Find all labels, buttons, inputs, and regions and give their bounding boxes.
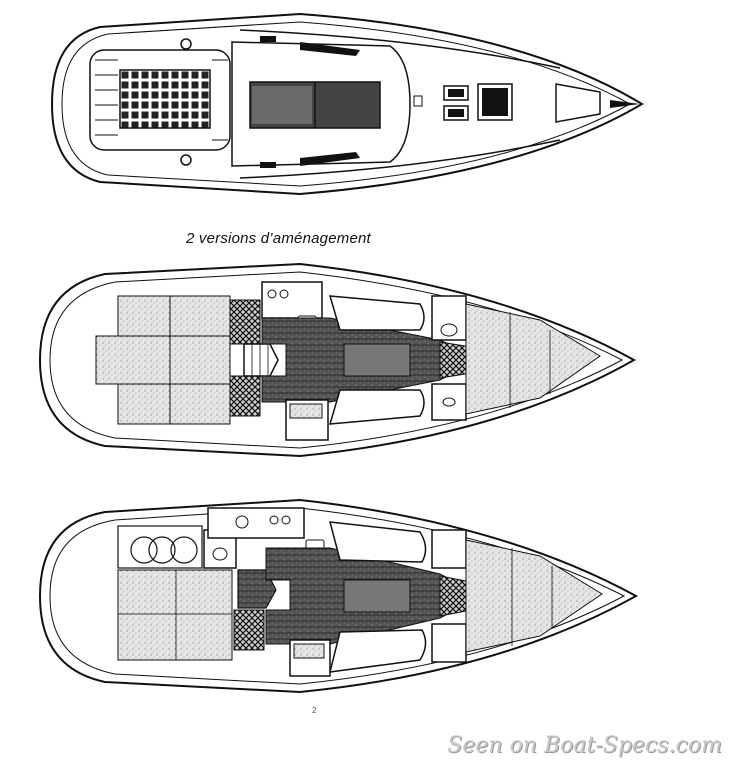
washbasin-icon <box>235 515 249 529</box>
deck-plan <box>50 12 644 196</box>
bow-fitting <box>610 100 640 108</box>
winch-icon <box>180 154 192 166</box>
forward-hatch-inner <box>482 88 508 116</box>
interior-layout-version-1 <box>38 262 637 458</box>
toilet-icon <box>212 547 228 561</box>
v1-galley-counter <box>261 281 323 319</box>
v1-settee-stbd <box>328 389 425 425</box>
v1-aft-berth-center <box>95 335 231 385</box>
stove-burner-icon <box>269 515 279 525</box>
small-hatch-inner <box>448 89 464 97</box>
deck-toe-rail-top <box>239 29 561 69</box>
v1-crosshatch-aft-stbd <box>229 375 261 417</box>
v1-aft-berth-lines <box>118 296 230 424</box>
v2-life-ring-icon <box>170 536 198 564</box>
window-port-2 <box>260 36 276 42</box>
v2-forward-locker-stbd <box>431 623 467 663</box>
v2-hull-inner <box>49 507 626 685</box>
winch-icon <box>180 38 192 50</box>
v2-aft-berth <box>117 569 233 661</box>
v1-vee-berth-lines <box>509 312 551 408</box>
v1-steps-lines <box>251 344 269 376</box>
hatch-slide <box>252 86 312 124</box>
stove-burner-icon <box>281 515 291 525</box>
v1-nav-seat <box>289 403 323 419</box>
v2-settee-port <box>328 521 427 563</box>
cockpit-seat-lines <box>95 59 228 141</box>
v1-companion-steps <box>243 343 279 377</box>
v1-vee-berth <box>465 303 601 415</box>
v2-vee-berth <box>465 539 603 653</box>
v2-life-ring-icon <box>130 536 158 564</box>
window-stbd-2 <box>260 162 276 168</box>
v1-crosshatch-aft-port <box>229 299 261 345</box>
v2-saloon-table <box>343 579 411 613</box>
v1-aft-berth-stbd <box>117 383 231 425</box>
v2-forward-locker-port <box>431 529 467 569</box>
window-port-1 <box>300 42 360 56</box>
v2-nav-seat <box>293 643 325 659</box>
layout-caption: 2 versions d’aménagement <box>186 230 371 247</box>
deck-toe-rail-bottom <box>239 139 561 179</box>
v2-crosshatch-aft <box>233 609 265 651</box>
v2-life-ring-icon <box>148 536 176 564</box>
v2-galley-counter <box>207 507 305 539</box>
anchor-locker <box>555 83 601 123</box>
cockpit-grating <box>119 69 211 129</box>
stove-burner-icon <box>279 289 289 299</box>
page-marker: 2 <box>312 706 317 715</box>
interior-layout-version-2 <box>38 498 639 694</box>
stove-burner-icon <box>267 289 277 299</box>
v1-hull-inner <box>49 271 624 449</box>
toilet-icon <box>440 323 458 337</box>
small-hatch-inner <box>448 109 464 117</box>
v1-settee-port <box>328 295 425 331</box>
v2-aft-berth-lines <box>118 570 232 660</box>
v2-settee-stbd <box>329 629 427 673</box>
deck-inner-line <box>61 21 632 187</box>
washbasin-icon <box>442 397 456 407</box>
v1-aft-berth-port <box>117 295 231 337</box>
v1-saloon-table <box>343 343 411 377</box>
v2-aft-locker <box>117 525 203 569</box>
watermark-text: Seen on Boat-Specs.com <box>447 733 722 758</box>
v2-vee-berth-lines <box>511 548 553 646</box>
mast-step <box>413 95 423 107</box>
window-stbd-1 <box>300 152 360 166</box>
